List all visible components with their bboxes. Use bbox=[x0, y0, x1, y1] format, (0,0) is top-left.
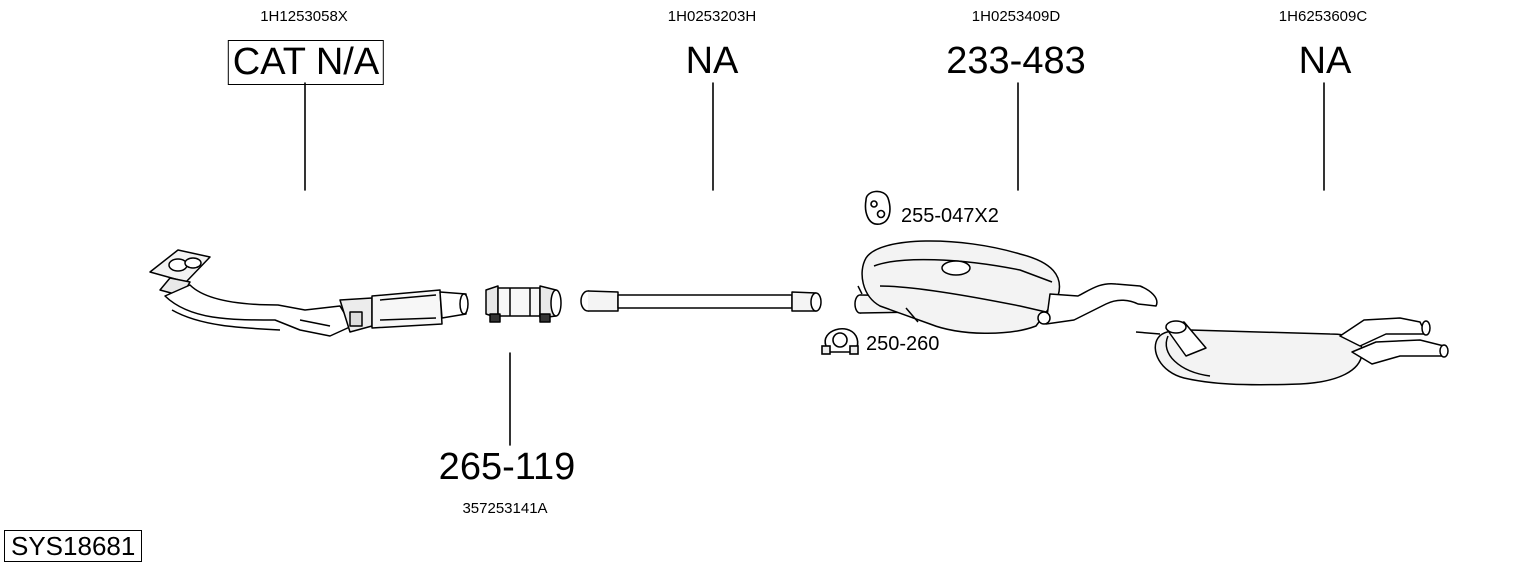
front-pipe-catalyst-part bbox=[149, 249, 469, 337]
rear-silencer-part bbox=[1135, 317, 1449, 386]
part-number-pipe-clamp[interactable]: 250-260 bbox=[866, 333, 940, 355]
oe-number-intermediate-pipe: 1H0253203H bbox=[667, 8, 757, 25]
oe-number-front-pipe: 1H1253058X bbox=[260, 8, 348, 25]
intermediate-pipe-part bbox=[580, 290, 822, 312]
part-number-front-pipe[interactable]: CAT N/A bbox=[227, 40, 385, 85]
part-number-rubber-mount[interactable]: 255-047X2 bbox=[901, 205, 999, 227]
oe-number-middle-silencer: 1H0253409D bbox=[971, 8, 1061, 25]
oe-number-connector: 357253141A bbox=[462, 500, 548, 517]
oe-number-rear-silencer: 1H6253609C bbox=[1278, 8, 1368, 25]
rubber-mount-icon bbox=[864, 190, 891, 225]
system-code: SYS18681 bbox=[4, 530, 143, 562]
middle-silencer-part bbox=[854, 240, 1158, 335]
part-number-connector[interactable]: 265-119 bbox=[438, 446, 576, 488]
part-number-rear-silencer[interactable]: NA bbox=[1298, 40, 1352, 82]
part-number-intermediate-pipe[interactable]: NA bbox=[685, 40, 739, 82]
pipe-clamp-icon bbox=[821, 327, 859, 355]
connector-clamp-part bbox=[485, 285, 562, 323]
part-number-middle-silencer[interactable]: 233-483 bbox=[946, 40, 1086, 82]
